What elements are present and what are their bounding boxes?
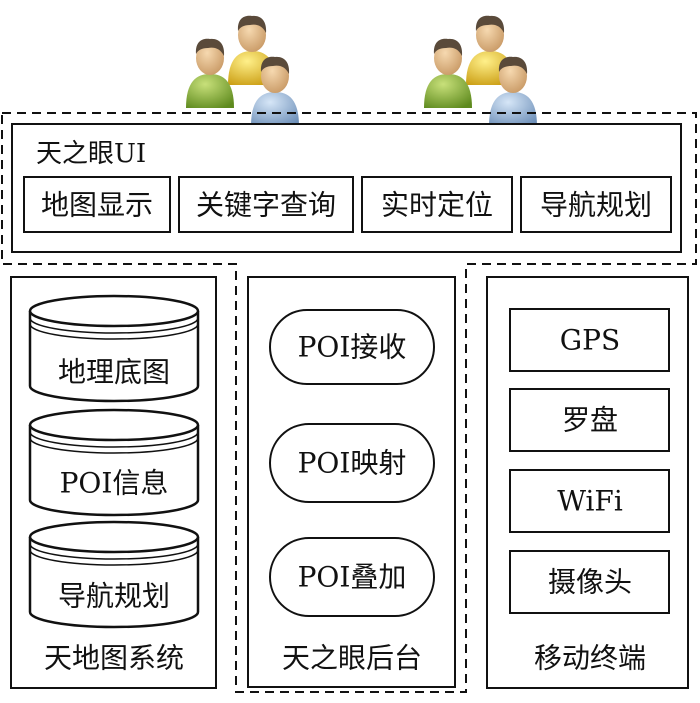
process-label: POI叠加 <box>298 561 407 594</box>
component-wifi: WiFi <box>509 469 670 533</box>
map-system-title: 天地图系统 <box>44 642 184 675</box>
ui-button-label: 实时定位 <box>381 189 493 222</box>
ui-panel-title: 天之眼UI <box>36 139 146 169</box>
user-group-icon <box>424 15 537 126</box>
ui-button-label: 关键字查询 <box>196 189 336 222</box>
process-node-poi-overlay: POI叠加 <box>269 537 435 617</box>
backend-title: 天之眼后台 <box>282 642 422 675</box>
map-system-panel: 地理底图 POI信息 导航规划 天地图系统 <box>10 276 217 689</box>
person-icon <box>186 38 234 108</box>
user-group-icon <box>186 15 299 126</box>
component-label: GPS <box>560 324 620 357</box>
ui-dashed-boundary <box>1 112 697 693</box>
database-cylinder: 地理底图 <box>28 294 200 403</box>
component-label: 罗盘 <box>562 404 618 437</box>
component-label: WiFi <box>557 485 623 518</box>
process-node-poi-mapping: POI映射 <box>269 423 435 503</box>
component-compass: 罗盘 <box>509 388 670 452</box>
backend-panel: POI接收 POI映射 POI叠加 天之眼后台 <box>247 276 456 688</box>
component-camera: 摄像头 <box>509 550 670 614</box>
person-icon <box>424 38 472 108</box>
ui-button-label: 导航规划 <box>540 189 652 222</box>
ui-button-navigation[interactable]: 导航规划 <box>520 176 672 233</box>
database-label: 地理底图 <box>58 356 170 389</box>
ui-button-label: 地图显示 <box>41 189 153 222</box>
database-label: POI信息 <box>60 467 169 500</box>
ui-button-keyword-search[interactable]: 关键字查询 <box>178 176 354 233</box>
ui-button-realtime-location[interactable]: 实时定位 <box>361 176 513 233</box>
ui-button-map-display[interactable]: 地图显示 <box>23 176 171 233</box>
process-node-poi-receive: POI接收 <box>269 309 435 385</box>
database-label: 导航规划 <box>58 580 170 613</box>
database-cylinder: POI信息 <box>28 408 200 517</box>
component-label: 摄像头 <box>548 566 632 599</box>
mobile-terminal-title: 移动终端 <box>534 642 646 675</box>
ui-panel: 天之眼UI 地图显示 关键字查询 实时定位 导航规划 <box>11 123 682 253</box>
mobile-terminal-panel: GPS 罗盘 WiFi 摄像头 移动终端 <box>486 276 689 689</box>
process-label: POI接收 <box>298 331 407 364</box>
process-label: POI映射 <box>298 447 407 480</box>
database-cylinder: 导航规划 <box>28 520 200 629</box>
component-gps: GPS <box>509 308 670 372</box>
